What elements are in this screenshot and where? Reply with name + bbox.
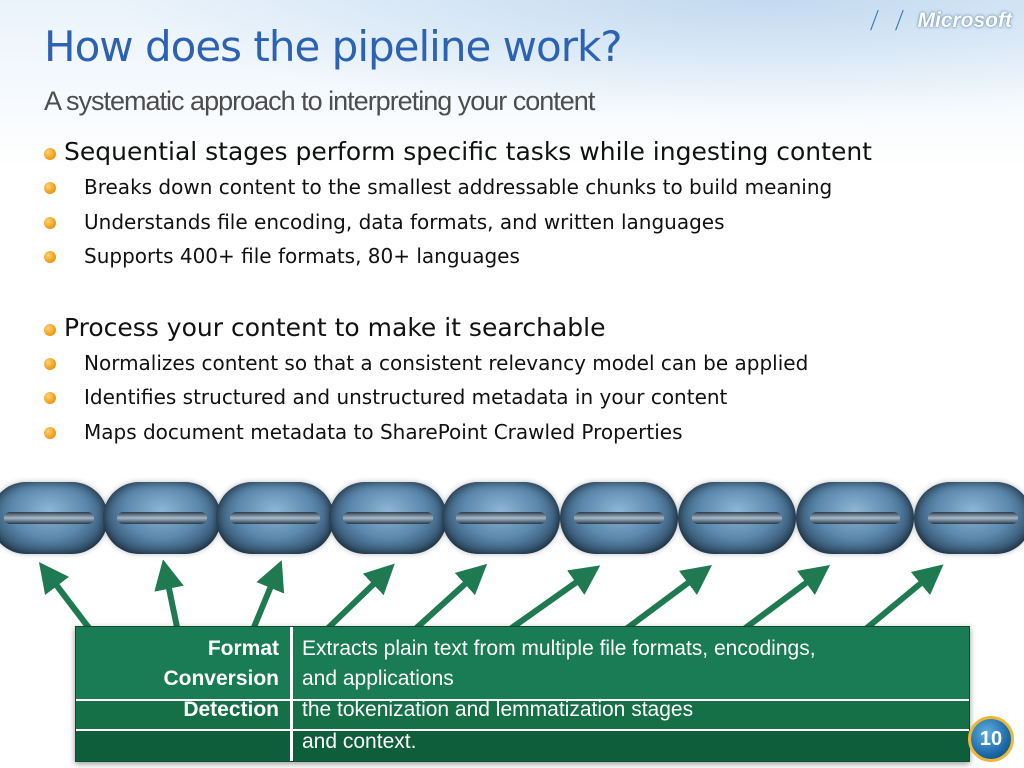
bullet-text: Normalizes content so that a consistent … <box>84 350 809 375</box>
bullet-text: Understands file encoding, data formats,… <box>84 209 725 234</box>
arrow-up-right-icon <box>38 562 95 634</box>
bullet-heading: Process your content to make it searchab… <box>40 310 1000 346</box>
bullet-text: Supports 400+ file formats, 80+ language… <box>84 244 520 268</box>
bird-icon: ⟋ <box>888 6 912 35</box>
chain-link-icon <box>914 482 1024 554</box>
bullet-text: Breaks down content to the smallest addr… <box>84 175 833 199</box>
bullet-dot-icon <box>44 357 56 370</box>
stage-label: Detection <box>183 698 279 721</box>
pipeline-chain <box>0 474 1024 562</box>
chain-link-icon <box>329 482 447 554</box>
bullet-dot-icon <box>44 392 56 404</box>
bullet-text: Sequential stages perform specific tasks… <box>64 137 872 166</box>
arrow-up-right-icon <box>504 565 601 635</box>
arrow-up-right-icon <box>738 565 831 635</box>
stage-description: and context. <box>302 730 417 753</box>
bullet-list: Sequential stages perform specific tasks… <box>40 134 1000 449</box>
bullet-item: Normalizes content so that a consistent … <box>40 346 1000 381</box>
arrow-up-right-icon <box>321 563 395 635</box>
bullet-text: Process your content to make it searchab… <box>64 312 606 342</box>
badge-text: 10 <box>979 727 1003 750</box>
bullet-item: Maps document metadata to SharePoint Cra… <box>40 415 1000 450</box>
arrow-up-right-icon <box>154 560 184 633</box>
chain-link-icon <box>678 482 796 554</box>
chain-link-icon <box>560 482 678 554</box>
bullet-item: Supports 400+ file formats, 80+ language… <box>40 239 1000 274</box>
bullet-dot-icon <box>44 251 56 263</box>
table-row <box>76 701 969 731</box>
bullet-item: Identifies structured and unstructured m… <box>40 380 1000 415</box>
bullet-item: Breaks down content to the smallest addr… <box>40 170 1000 205</box>
slide-title: How does the pipeline work? <box>44 22 623 71</box>
stage-description: and applications <box>302 667 454 690</box>
stage-label: Format <box>207 637 279 660</box>
version-badge-icon: 10 <box>968 716 1014 762</box>
bullet-text: Identifies structured and unstructured m… <box>84 385 728 409</box>
bullet-dot-icon <box>44 148 56 160</box>
bird-icon: ⟋ <box>862 6 886 35</box>
stage-description: Extracts plain text from multiple file f… <box>302 637 816 660</box>
table-row <box>76 627 969 701</box>
arrow-up-right-icon <box>409 563 488 635</box>
bullet-dot-icon <box>44 216 56 229</box>
stage-label: Conversion <box>163 667 279 690</box>
bullet-heading: Sequential stages perform specific tasks… <box>40 134 1000 170</box>
chain-link-icon <box>216 482 334 554</box>
chain-link-icon <box>0 482 108 554</box>
stages-table: Format Conversion Extracts plain text fr… <box>75 626 970 762</box>
bullet-item: Understands file encoding, data formats,… <box>40 205 1000 240</box>
chain-link-icon <box>103 482 221 554</box>
arrow-up-right-icon <box>620 565 713 635</box>
chain-link-icon <box>796 482 914 554</box>
pipeline-arrows <box>38 560 944 635</box>
column-divider <box>290 627 293 761</box>
arrow-up-right-icon <box>249 560 285 634</box>
table-row <box>76 731 969 761</box>
bullet-text: Maps document metadata to SharePoint Cra… <box>84 419 683 444</box>
bullet-dot-icon <box>44 426 56 439</box>
logo-text: Microsoft <box>917 9 1013 32</box>
bullet-dot-icon <box>44 323 56 336</box>
stage-description: the tokenization and lemmatization stage… <box>302 698 694 721</box>
microsoft-logo: ⟋ ⟋ Microsoft <box>863 6 1013 36</box>
arrow-up-right-icon <box>860 564 944 635</box>
slide-subtitle: A systematic approach to interpreting yo… <box>44 86 595 116</box>
chain-link-icon <box>442 482 560 554</box>
header-glow <box>0 0 1024 140</box>
bullet-spacer <box>40 274 1000 310</box>
bullet-dot-icon <box>44 182 56 194</box>
